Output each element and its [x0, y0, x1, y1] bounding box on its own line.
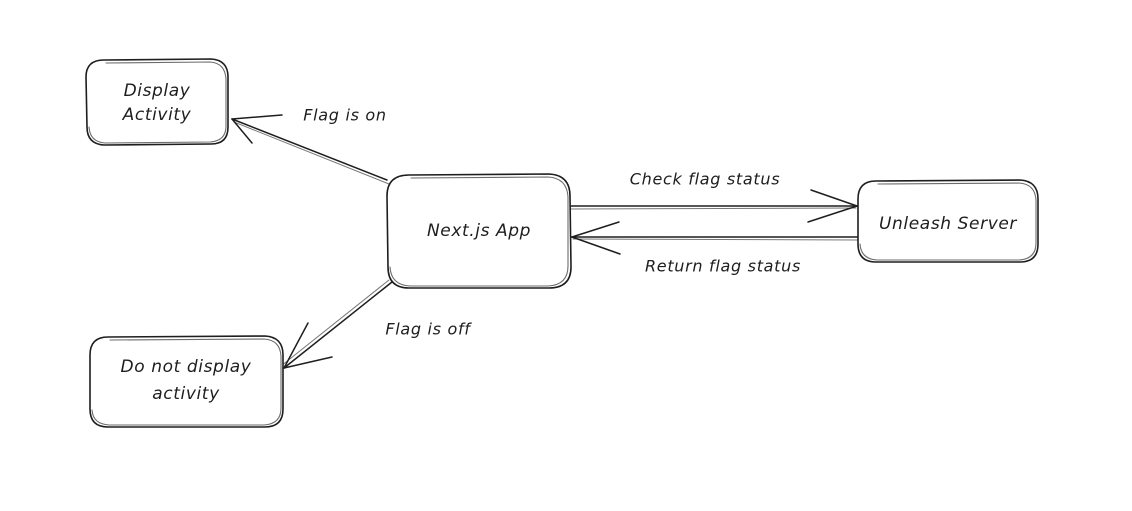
edge-flag-off-arrowhead-upper	[283, 322, 309, 369]
edge-return-flag-status-arrowhead-lower	[571, 236, 621, 255]
node-display-activity-box	[85, 58, 229, 146]
node-unleash-server-label: Unleash Server	[879, 214, 1017, 234]
node-display-activity-label-line2: Activity	[122, 105, 192, 125]
node-do-not-display-activity[interactable]: Do not display activity	[89, 335, 284, 428]
edge-return-flag-status-arrowhead-upper	[571, 221, 620, 238]
edge-flag-on-line	[231, 118, 388, 181]
node-do-not-display-activity-label-line2: activity	[152, 384, 220, 404]
node-unleash-server-box	[857, 179, 1039, 263]
edge-flag-off-line	[283, 281, 393, 369]
node-nextjs-app-label: Next.js App	[427, 221, 531, 241]
node-display-activity[interactable]: Display Activity	[85, 58, 229, 146]
node-unleash-server[interactable]: Unleash Server	[857, 179, 1039, 263]
edge-label-flag-on: Flag is on	[303, 106, 387, 125]
node-display-activity-label-line1: Display	[124, 81, 191, 101]
edge-flag-off-line-sketch	[280, 279, 390, 367]
edge-label-check-flag-status: Check flag status	[630, 170, 781, 189]
node-nextjs-app[interactable]: Next.js App	[386, 173, 572, 289]
node-nextjs-app-box	[386, 173, 572, 289]
edge-flag-on[interactable]: Flag is on	[231, 106, 390, 185]
node-do-not-display-activity-box-sketch	[91, 338, 282, 426]
edge-return-flag-status[interactable]: Return flag status	[571, 221, 859, 276]
edge-flag-off[interactable]: Flag is off	[280, 279, 472, 369]
edge-return-flag-status-line-sketch	[572, 238, 859, 241]
edge-flag-on-line-sketch	[233, 121, 390, 185]
node-do-not-display-activity-box	[89, 335, 284, 428]
edge-flag-on-arrowhead-lower	[231, 118, 253, 144]
node-do-not-display-activity-label-line1: Do not display	[121, 357, 252, 377]
node-unleash-server-box-sketch	[859, 182, 1037, 261]
node-display-activity-box-sketch	[88, 61, 227, 144]
edge-check-flag-status-arrowhead-lower	[807, 205, 858, 223]
edge-label-flag-off: Flag is off	[385, 320, 472, 339]
edge-check-flag-status-arrowhead-upper	[810, 189, 858, 207]
edge-flag-off-arrowhead-lower	[283, 356, 333, 369]
edge-check-flag-status[interactable]: Check flag status	[570, 170, 858, 223]
edge-flag-on-arrowhead-upper	[231, 114, 283, 120]
edge-label-return-flag-status: Return flag status	[645, 257, 801, 276]
edge-check-flag-status-line-sketch	[570, 207, 857, 210]
node-nextjs-app-box-sketch	[389, 176, 569, 287]
